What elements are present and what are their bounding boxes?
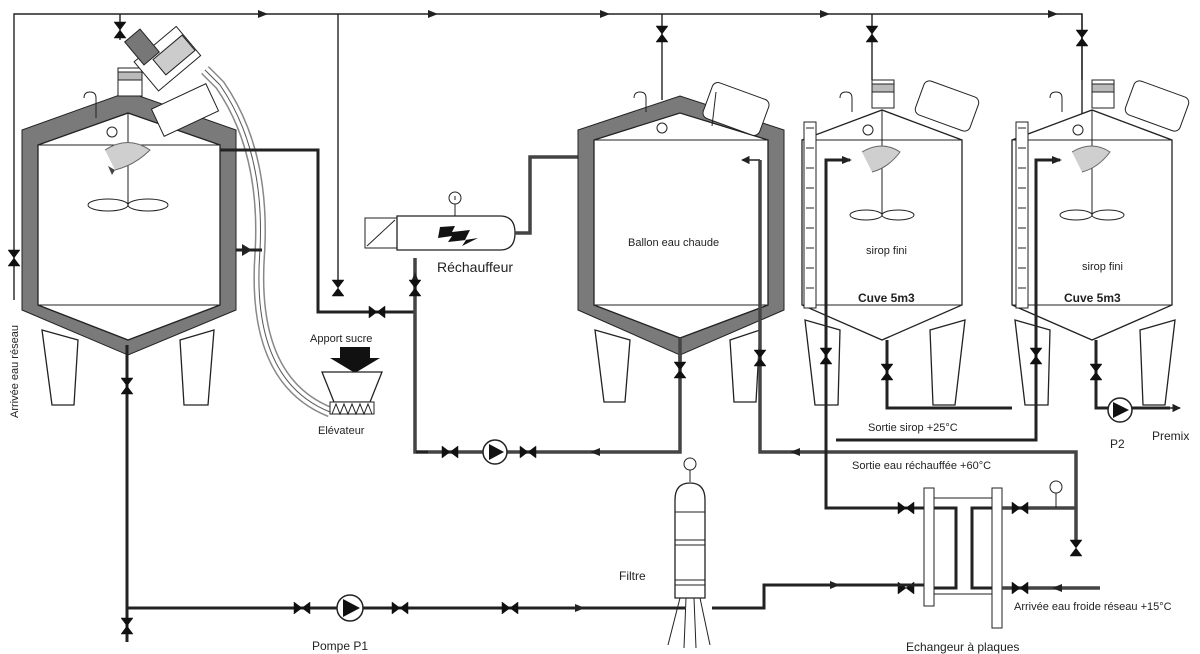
valve-icon[interactable] — [331, 279, 345, 297]
valve-icon[interactable] — [1011, 501, 1029, 515]
sirop-fini-2-label: sirop fini — [1082, 261, 1123, 273]
pompe-p1-label: Pompe P1 — [312, 639, 368, 653]
valve-icon[interactable] — [408, 279, 422, 297]
ballon-label: Ballon eau chaude — [628, 237, 719, 249]
hot-water-tank — [577, 82, 785, 403]
valve-icon[interactable] — [1075, 29, 1089, 47]
valve-icon[interactable] — [120, 377, 134, 395]
valve-icon[interactable] — [7, 249, 21, 267]
rechauffeur-label: Réchauffeur — [437, 259, 513, 275]
valve-icon[interactable] — [819, 347, 833, 365]
reheater — [364, 191, 516, 251]
pump-p2-icon[interactable] — [1107, 397, 1133, 423]
valve-icon[interactable] — [1011, 581, 1029, 595]
pump-p1-icon[interactable] — [336, 594, 364, 622]
valve-icon[interactable] — [655, 25, 669, 43]
valve-icon[interactable] — [897, 501, 915, 515]
valve-icon[interactable] — [673, 361, 687, 379]
valve-icon[interactable] — [1029, 347, 1043, 365]
p2-label: P2 — [1110, 437, 1125, 451]
valve-icon[interactable] — [1069, 539, 1083, 557]
syrup-tank-1 — [801, 79, 980, 406]
sortie-eau-label: Sortie eau réchauffée +60°C — [852, 460, 991, 472]
pipe-tank1-outlet — [220, 148, 415, 314]
arrivee-reseau-label: Arrivée eau réseau — [9, 325, 21, 418]
hot-water-loop — [413, 258, 682, 454]
valve-icon[interactable] — [880, 363, 894, 381]
dissolving-tank — [21, 67, 237, 406]
apport-sucre-label: Apport sucre — [310, 333, 372, 345]
elevateur-label: Elévateur — [318, 425, 365, 437]
echangeur-label: Echangeur à plaques — [906, 640, 1019, 654]
valve-icon[interactable] — [391, 601, 409, 615]
filtre-label: Filtre — [619, 569, 646, 583]
valve-icon[interactable] — [501, 601, 519, 615]
valve-icon[interactable] — [120, 617, 134, 635]
valve-icon[interactable] — [441, 445, 459, 459]
cuve-2-label: Cuve 5m3 — [1064, 291, 1121, 305]
valve-icon[interactable] — [519, 445, 537, 459]
sugar-hopper — [321, 347, 383, 416]
pump-icon[interactable] — [482, 439, 508, 465]
filter — [667, 457, 711, 649]
valve-icon[interactable] — [865, 25, 879, 43]
valve-icon[interactable] — [753, 349, 767, 367]
arrivee-froide-label: Arrivée eau froide réseau +15°C — [1014, 601, 1172, 613]
sirop-fini-1-label: sirop fini — [866, 245, 907, 257]
top-water-main — [13, 10, 1083, 300]
cuve-1-label: Cuve 5m3 — [858, 291, 915, 305]
syrup-tank-2 — [1011, 79, 1190, 406]
valve-icon[interactable] — [368, 305, 386, 319]
valve-icon[interactable] — [293, 601, 311, 615]
sortie-sirop-label: Sortie sirop +25°C — [868, 422, 958, 434]
premix-label: Premix — [1152, 429, 1189, 443]
valve-icon[interactable] — [113, 21, 127, 39]
valve-icon[interactable] — [1089, 363, 1103, 381]
